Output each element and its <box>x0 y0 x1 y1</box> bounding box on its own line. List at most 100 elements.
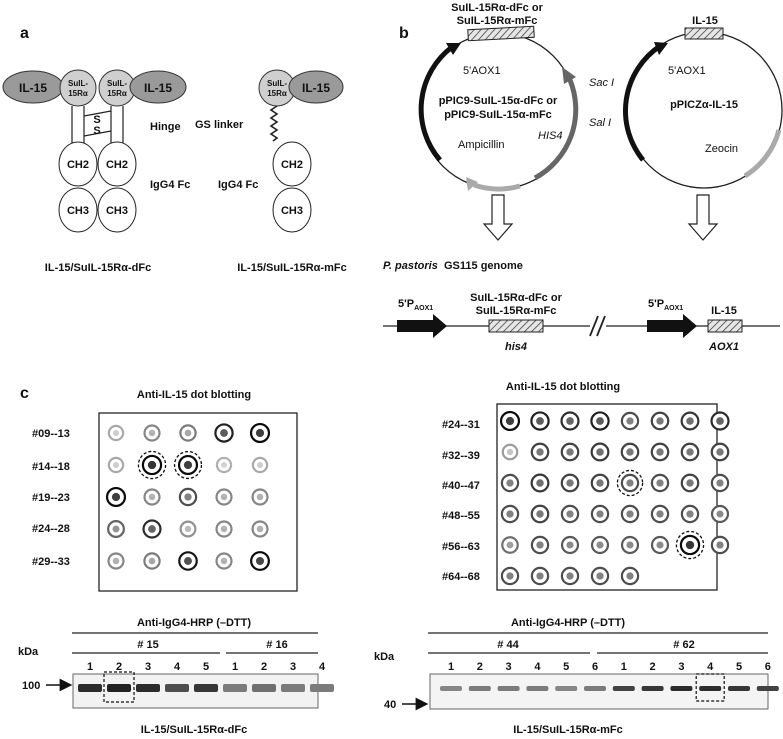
blot-left-caption: IL-15/SuIL-15Rα-dFc <box>141 724 247 736</box>
lane-label: 1 <box>87 661 93 673</box>
dfc-il15-left-label: IL-15 <box>19 81 47 95</box>
lane-label: 2 <box>116 661 122 673</box>
blot-dot-core <box>506 448 514 456</box>
blot-dot-core <box>686 448 694 456</box>
lane-label: 3 <box>506 661 512 673</box>
promoter-arrow-1 <box>397 314 447 338</box>
dot-left-title: Anti-IL-15 dot blotting <box>137 389 251 401</box>
lane-highlight-box <box>695 673 725 702</box>
blot-left-title: Anti-IgG4-HRP (–DTT) <box>137 617 251 629</box>
blot-dot-core <box>536 448 544 456</box>
blot-dot-core <box>566 572 574 580</box>
plasmid2-zeocin-arc <box>743 129 782 179</box>
blot-dot-core <box>255 556 265 566</box>
blot-dot-core <box>716 448 724 456</box>
lane-label: 6 <box>592 661 598 673</box>
lane-label: 3 <box>290 661 296 673</box>
blot-right-group-1: # 44 <box>497 639 519 651</box>
western-band <box>440 686 462 691</box>
blot-dot-core <box>656 510 664 518</box>
plasmid2-insert-box <box>684 27 724 40</box>
blot-dot-core <box>256 461 264 469</box>
blot-dot-core <box>656 448 664 456</box>
blot-dot-core <box>596 448 604 456</box>
dfc-sushi-right-l1: SuIL- <box>107 79 127 88</box>
blot-right-unit: kDa <box>374 651 395 663</box>
blot-dot-core <box>112 429 120 437</box>
dot-left-row-label: #09--13 <box>32 428 70 440</box>
dfc-ch3-left <box>58 187 98 233</box>
blot-dot-core <box>505 416 515 426</box>
dfc-hinge-label: Hinge <box>150 121 181 133</box>
dfc-ch2-right-label: CH2 <box>106 159 128 171</box>
dot-left-row-labels: #09--13 #14--18 #19--23 #24--28 #29--33 <box>32 428 70 568</box>
plasmid1-aox-label: 5'AOX1 <box>463 65 501 77</box>
arrow-down-1 <box>482 194 514 241</box>
promoter-2-sub: AOX1 <box>664 305 683 312</box>
promoter-arrow-2 <box>647 314 697 338</box>
dfc-sushi-left <box>59 69 97 107</box>
blot-right-membrane <box>429 673 769 710</box>
dot-right-row-label: #64--68 <box>442 571 480 583</box>
genome-insert-l2: SuIL-15Rα-mFc <box>476 305 557 317</box>
blot-left-group-1: # 15 <box>137 639 158 651</box>
genome-il15-label: IL-15 <box>711 305 737 317</box>
mfc-linker-label: GS linker <box>195 119 244 131</box>
blot-dot-core <box>220 461 228 469</box>
plasmid1-his4-label: HIS4 <box>538 130 562 142</box>
blot-dot-core <box>656 541 664 549</box>
mfc-caption: IL-15/SuIL-15Rα-mFc <box>237 262 346 274</box>
blot-right-marker: 40 <box>384 699 396 711</box>
genome-species: P. pastoris <box>383 260 438 272</box>
blot-left-unit: kDa <box>18 646 39 658</box>
genome-break-1 <box>589 315 599 337</box>
mfc-construct: SuIL- 15Rα IL-15 GS linker CH2 CH3 IgG4 … <box>195 69 347 274</box>
blot-dot-core <box>506 510 514 518</box>
blot-dot-core <box>596 417 604 425</box>
dot-right-title: Anti-IL-15 dot blotting <box>506 381 620 393</box>
western-band <box>252 684 276 692</box>
blot-dot-core <box>626 541 634 549</box>
blot-dot-core <box>147 460 157 470</box>
dfc-ch2-left <box>58 141 98 187</box>
blot-right-title: Anti-IgG4-HRP (–DTT) <box>511 617 625 629</box>
western-band <box>497 686 520 691</box>
lane-label: 4 <box>707 661 714 673</box>
blot-dot-core <box>716 417 724 425</box>
plasmid2-aox-label: 5'AOX1 <box>668 65 706 77</box>
blot-dot-core <box>596 479 604 487</box>
western-band <box>194 684 218 692</box>
blot-dot-core <box>536 417 544 425</box>
dfc-ch2-left-label: CH2 <box>67 159 89 171</box>
blot-right-group-2: # 62 <box>673 639 694 651</box>
blot-dot-core <box>184 525 192 533</box>
blot-dot-core <box>112 525 120 533</box>
blot-dot-core <box>716 510 724 518</box>
blot-right-bands <box>440 673 779 702</box>
genome-insert-box <box>488 319 544 333</box>
plasmid1-sac-label: Sac I <box>589 77 614 89</box>
lane-label: 4 <box>534 661 541 673</box>
blot-left-group-2: # 16 <box>266 639 287 651</box>
lane-label: 5 <box>203 661 209 673</box>
western-band <box>165 684 189 692</box>
blot-dot-core <box>686 417 694 425</box>
mfc-ch3 <box>272 187 312 233</box>
blot-dot-core <box>183 460 193 470</box>
dfc-ch3-right-label: CH3 <box>106 205 128 217</box>
blot-dot-core <box>626 448 634 456</box>
blot-dot-core <box>566 541 574 549</box>
dot-right-row-labels: #24--31 #32--39 #40--47 #48--55 #56--63 … <box>442 419 480 583</box>
plasmid1-insert-box <box>467 25 535 42</box>
plasmid1-name-l1: pPIC9-SuIL-15α-dFc or <box>439 95 558 107</box>
lane-label: 2 <box>650 661 656 673</box>
western-band <box>526 686 549 691</box>
panel-b-letter: b <box>399 25 409 42</box>
blot-dot-core <box>112 557 120 565</box>
blot-dot-core <box>184 429 192 437</box>
dot-right-row-label: #40--47 <box>442 480 480 492</box>
lane-label: 3 <box>678 661 684 673</box>
